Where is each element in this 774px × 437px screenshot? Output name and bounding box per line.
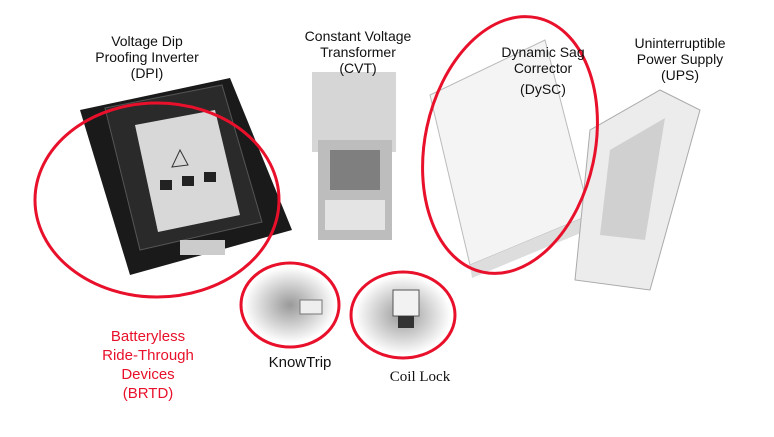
dpi-device — [80, 78, 292, 275]
coillock-device — [392, 289, 420, 317]
brtd-label-line: Ride-Through — [102, 347, 194, 364]
dysc-label: Dynamic Sag Corrector (DySC) — [473, 44, 613, 97]
dysc-label-line: Dynamic Sag — [501, 44, 585, 60]
dysc-label-line: (DySC) — [520, 81, 566, 97]
ups-label: Uninterruptible Power Supply (UPS) — [610, 35, 750, 83]
ups-device — [574, 89, 701, 291]
brtd-label-line: Devices — [121, 366, 175, 383]
cvt-label-line: Constant Voltage — [304, 28, 412, 44]
dpi-label-line: Voltage Dip — [111, 33, 183, 49]
brtd-label-line: (BRTD) — [122, 385, 174, 402]
cvt-label: Constant Voltage Transformer (CVT) — [278, 28, 438, 76]
dysc-highlight-circle — [421, 15, 599, 275]
cvt-device — [312, 72, 396, 240]
knowtrip-highlight-circle — [239, 261, 341, 349]
dysc-label-line: Corrector — [513, 60, 573, 76]
coillock-highlight-circle — [349, 270, 457, 360]
knowtrip-label: KnowTrip — [268, 354, 332, 371]
dysc-device — [429, 39, 591, 278]
knowtrip-device — [299, 299, 323, 315]
ups-label-line: Uninterruptible — [634, 35, 726, 51]
dpi-label-line: (DPI) — [130, 65, 164, 81]
dpi-label: Voltage Dip Proofing Inverter (DPI) — [67, 33, 227, 81]
coillock-label: Coil Lock — [389, 369, 451, 385]
ups-label-line: Power Supply — [636, 51, 724, 67]
cvt-label-line: (CVT) — [339, 60, 377, 76]
dpi-highlight-circle — [33, 101, 281, 299]
brtd-label: Batteryless Ride-Through Devices (BRTD) — [78, 327, 218, 403]
cvt-label-line: Transformer — [320, 44, 396, 60]
ups-label-line: (UPS) — [660, 67, 700, 83]
dpi-label-line: Proofing Inverter — [95, 49, 199, 65]
brtd-label-line: Batteryless — [110, 328, 186, 345]
